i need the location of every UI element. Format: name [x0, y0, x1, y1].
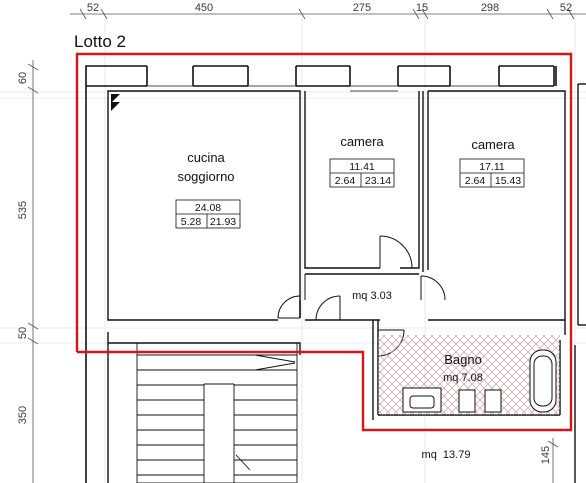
room-camera1-table [329, 158, 395, 188]
left-dimension-line [27, 60, 39, 483]
room-camera2-table [459, 158, 525, 188]
right-dimension-line [547, 438, 559, 483]
dim-left-535: 535 [17, 201, 29, 219]
room-camera2-name: camera [471, 137, 515, 152]
dim-left-50: 50 [17, 327, 29, 339]
room-cucina-table [175, 199, 241, 229]
room-camera1-volume: 23.14 [365, 175, 391, 187]
top-dimension-line [70, 8, 586, 20]
dim-top-275: 275 [353, 2, 371, 14]
room-cucina-area: 24.08 [195, 202, 221, 214]
room-camera2-area: 17.11 [479, 161, 505, 173]
staircase [136, 342, 298, 483]
lot-title: Lotto 2 [74, 32, 126, 51]
room-bagno-area: mq 7.08 [443, 372, 483, 384]
room-camera2-volume: 15.43 [495, 175, 521, 187]
room-vano-area: mq 13.79 [422, 449, 471, 461]
room-cucina-name2: soggiorno [177, 169, 234, 184]
dim-top-298: 298 [481, 2, 499, 14]
dim-top-15: 15 [416, 2, 428, 14]
corner-marks [111, 94, 120, 111]
room-camera1-area: 11.41 [349, 161, 375, 173]
room-camera2-height: 2.64 [465, 175, 486, 187]
dim-left-350: 350 [17, 406, 29, 424]
room-camera1-height: 2.64 [335, 175, 356, 187]
room-corridoio-area: mq 3.03 [352, 290, 392, 302]
room-cucina-volume: 21.93 [210, 216, 236, 228]
room-bagno-name: Bagno [444, 352, 482, 367]
dim-top-450: 450 [195, 2, 213, 14]
room-cucina-name: cucina [187, 150, 225, 165]
dim-top-52b: 52 [560, 2, 572, 14]
construction-lines [0, 14, 586, 483]
dim-top-52a: 52 [87, 2, 99, 14]
room-camera1-name: camera [340, 134, 384, 149]
lot-outline [75, 52, 573, 432]
bagno-fixtures [402, 349, 557, 413]
dim-right-145: 145 [540, 446, 552, 464]
dim-left-60: 60 [17, 72, 29, 84]
room-cucina-height: 5.28 [181, 216, 202, 228]
